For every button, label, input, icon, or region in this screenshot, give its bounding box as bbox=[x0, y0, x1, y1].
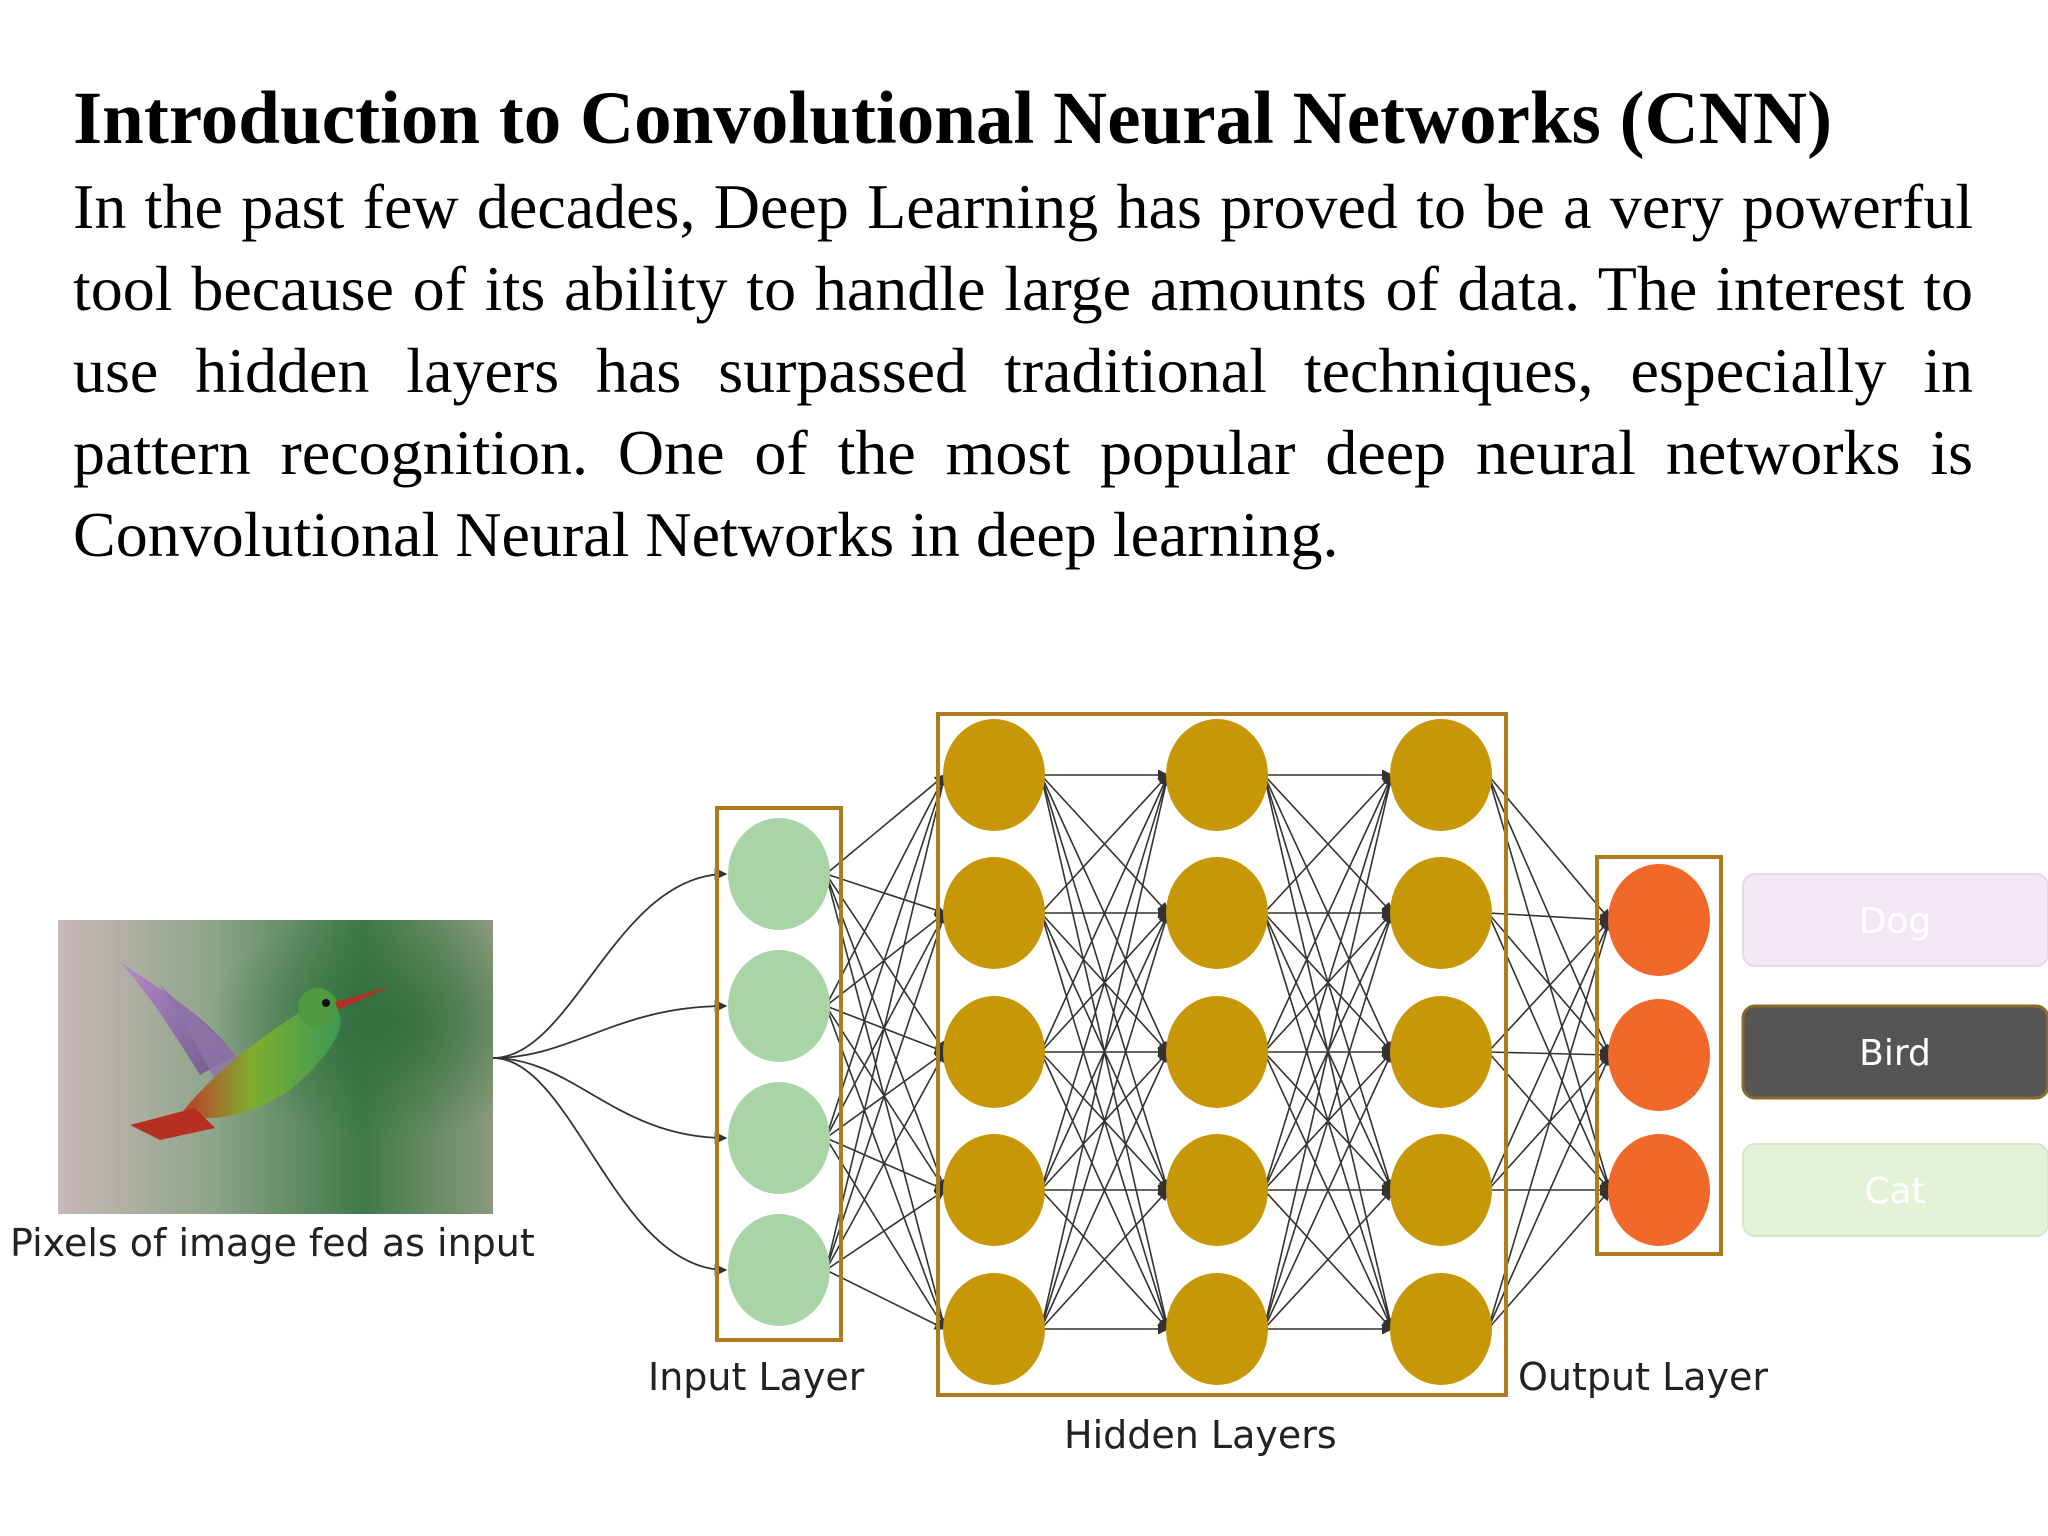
connection-edge bbox=[1487, 1189, 1611, 1330]
connection-edge bbox=[1487, 774, 1611, 921]
connection-edge bbox=[825, 1269, 947, 1330]
connection-edge bbox=[1487, 1053, 1612, 1330]
connection-edge bbox=[1263, 774, 1393, 914]
connection-edge bbox=[825, 774, 946, 1007]
output-node bbox=[1608, 999, 1710, 1111]
hidden1-node bbox=[943, 996, 1045, 1108]
hidden3-node bbox=[1390, 996, 1492, 1108]
bird-beak bbox=[335, 986, 392, 1010]
output-class-bird: Bird bbox=[1741, 1004, 2048, 1100]
connection-edge bbox=[825, 1005, 946, 1191]
input-node bbox=[728, 818, 830, 930]
connection-edge bbox=[1263, 773, 1393, 1053]
slide-paragraph: In the past few decades, Deep Learning h… bbox=[73, 171, 1973, 570]
output-node bbox=[1608, 1134, 1710, 1246]
output-class-dog-label: Dog bbox=[1859, 901, 1932, 942]
input-node bbox=[728, 1082, 830, 1194]
connection-edge bbox=[1487, 912, 1611, 1056]
connection-edge bbox=[825, 873, 946, 1053]
input-feed-arrow bbox=[492, 1057, 728, 1277]
hummingbird-image bbox=[58, 920, 493, 1214]
connection-edge bbox=[825, 873, 948, 1331]
network-nodes bbox=[728, 719, 1710, 1385]
bird-body bbox=[180, 1003, 341, 1119]
connection-edge bbox=[1040, 774, 1169, 914]
output-class-cat: Cat bbox=[1742, 1143, 2048, 1237]
hidden-layers-box bbox=[936, 712, 1508, 1397]
hidden2-node bbox=[1166, 1134, 1268, 1246]
hidden2-node bbox=[1166, 719, 1268, 831]
input-node bbox=[728, 950, 830, 1062]
connection-edge bbox=[1263, 911, 1395, 1330]
input-layer-label: Input Layer bbox=[648, 1355, 865, 1399]
connection-edge bbox=[1487, 912, 1612, 926]
hidden2-node bbox=[1166, 857, 1268, 969]
connection-edge bbox=[1263, 773, 1396, 1330]
connection-edge bbox=[825, 773, 949, 1271]
hidden3-node bbox=[1390, 719, 1492, 831]
bird-tail bbox=[130, 1108, 215, 1140]
output-class-cat-label: Cat bbox=[1864, 1171, 1925, 1212]
connection-edge bbox=[1040, 911, 1171, 1330]
output-class-bird-label: Bird bbox=[1859, 1033, 1931, 1074]
connection-edge bbox=[1487, 1051, 1611, 1191]
connection-edge bbox=[1487, 919, 1611, 1053]
connection-edge bbox=[825, 1005, 947, 1331]
hidden3-node bbox=[1390, 1134, 1492, 1246]
hidden-layers-label: Hidden Layers bbox=[1064, 1413, 1337, 1457]
output-layer-label: Output Layer bbox=[1518, 1355, 1768, 1399]
hidden2-node bbox=[1166, 996, 1268, 1108]
connection-edge bbox=[825, 912, 946, 1007]
connection-edge bbox=[1040, 1050, 1169, 1330]
hidden1-node bbox=[943, 719, 1045, 831]
connection-edge bbox=[825, 873, 947, 1192]
hidden3-node bbox=[1390, 1273, 1492, 1385]
connection-edge bbox=[825, 911, 948, 1271]
output-node bbox=[1608, 864, 1710, 976]
hidden1-node bbox=[943, 1134, 1045, 1246]
connection-edge bbox=[1487, 918, 1613, 1330]
input-node bbox=[728, 1214, 830, 1326]
slide-title: Introduction to Convolutional Neural Net… bbox=[73, 77, 1833, 160]
connection-edge bbox=[1040, 773, 1171, 1191]
network-connections bbox=[492, 769, 1613, 1335]
connection-edge bbox=[1487, 774, 1612, 1057]
hidden1-node bbox=[943, 1273, 1045, 1385]
connection-edge bbox=[1487, 912, 1612, 1192]
connection-edge bbox=[1040, 1189, 1169, 1330]
connection-edge bbox=[825, 1189, 946, 1271]
connection-edge bbox=[825, 1137, 947, 1192]
input-layer-box bbox=[715, 806, 843, 1342]
connection-edge bbox=[1263, 773, 1395, 1191]
hidden2-node bbox=[1166, 1273, 1268, 1385]
connection-edge bbox=[1263, 1050, 1393, 1330]
input-feed-arrow bbox=[492, 999, 728, 1059]
bird-head bbox=[298, 988, 338, 1028]
image-caption: Pixels of image fed as input bbox=[10, 1221, 535, 1265]
connection-edge bbox=[1487, 918, 1611, 1191]
connection-edge bbox=[1040, 773, 1169, 1053]
connection-edge bbox=[1487, 774, 1613, 1192]
hidden3-node bbox=[1390, 857, 1492, 969]
connection-edge bbox=[825, 873, 947, 916]
connection-edge bbox=[825, 1051, 946, 1139]
output-layer-box bbox=[1595, 855, 1723, 1256]
connection-edge bbox=[825, 773, 948, 1139]
connection-edge bbox=[825, 1137, 946, 1330]
connection-edge bbox=[1040, 773, 1172, 1330]
output-class-dog: Dog bbox=[1742, 873, 2048, 967]
connection-edge bbox=[1263, 1189, 1393, 1330]
connection-edge bbox=[825, 1005, 947, 1054]
hidden1-node bbox=[943, 857, 1045, 969]
connection-edge bbox=[825, 1051, 946, 1271]
input-feed-arrow bbox=[492, 867, 728, 1059]
connection-edge bbox=[825, 774, 946, 875]
input-feed-arrow bbox=[492, 1057, 728, 1145]
